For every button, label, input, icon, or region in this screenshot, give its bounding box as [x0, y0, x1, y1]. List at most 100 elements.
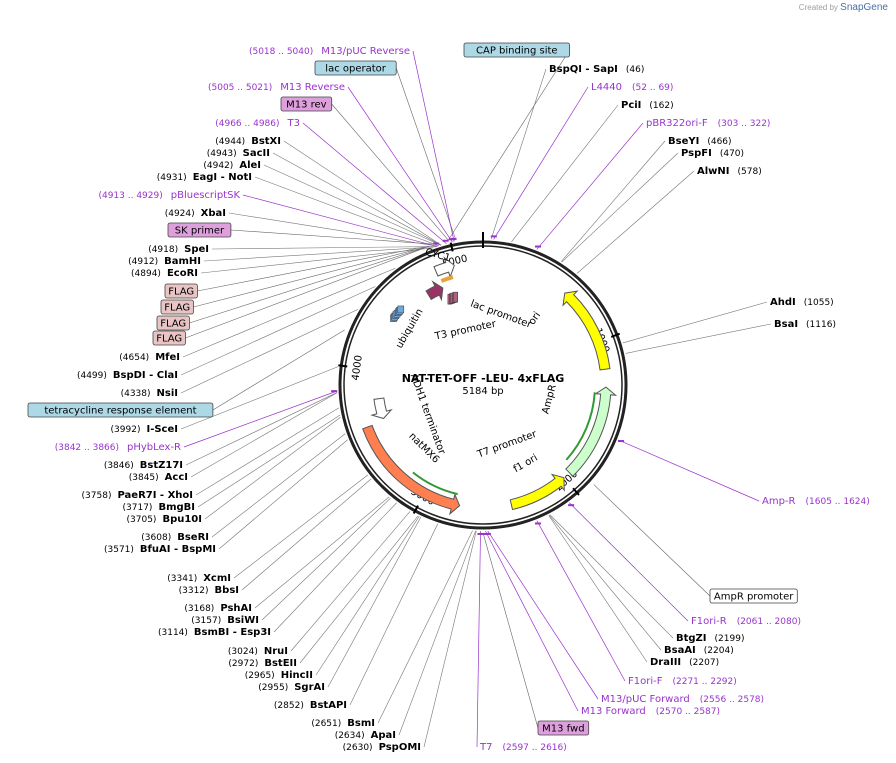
primer-name: M13/pUC Forward	[601, 694, 690, 705]
leader-line	[398, 530, 476, 736]
enzyme-position: (2630)	[343, 743, 373, 753]
flag-tag-block	[453, 291, 459, 303]
flag-box	[152, 330, 186, 346]
enzyme-label: (4654)MfeI	[119, 352, 180, 363]
enzyme-label: AhdI(1055)	[770, 297, 834, 308]
leader-line	[197, 414, 341, 508]
enzyme-label: (3758)PaeR7I - XhoI	[82, 490, 193, 501]
leader-line	[185, 247, 425, 339]
sk-primer-label: SK primer	[175, 226, 225, 237]
primer-leader-line	[618, 439, 760, 502]
enzyme-name: BstZ17I	[140, 460, 183, 471]
enzyme-label: (4912) BamHI	[128, 256, 201, 267]
primer-range: (2556 .. 2578)	[700, 695, 764, 705]
enzyme-name: SacII	[243, 148, 270, 159]
primer-label: (3842 .. 3866)pHybLex-R	[55, 442, 181, 453]
ampr-promoter-box	[709, 588, 798, 604]
enzyme-name: BstEII	[264, 658, 297, 669]
leader-line	[272, 152, 442, 246]
enzyme-position: (2207)	[689, 658, 719, 668]
primer-leader-line	[536, 122, 644, 250]
enzyme-name: AhdI	[770, 297, 796, 308]
enzyme-name: BstAPI	[310, 700, 347, 711]
orf-arc	[565, 392, 596, 461]
primer-range: (2061 .. 2080)	[737, 617, 801, 627]
enzyme-name: BbsI	[215, 585, 239, 596]
primer-leader-line	[302, 122, 447, 244]
enzyme-label: (4894)EcoRI	[131, 268, 198, 279]
enzyme-name: EagI - NotI	[193, 172, 252, 183]
enzyme-name: ApaI	[371, 730, 396, 741]
orf-arc	[412, 471, 458, 496]
enzyme-position: (3992)	[111, 425, 141, 435]
enzyme-name: BseRI	[177, 532, 209, 543]
enzyme-position: (4499)	[77, 371, 107, 381]
m13-fwd-box	[537, 720, 590, 736]
enzyme-position: (3157)	[191, 616, 221, 626]
leader-line	[327, 516, 422, 688]
enzyme-label: (3717)BmgBI	[123, 502, 195, 513]
enzyme-position: (2955)	[258, 683, 288, 693]
primer-leader-line	[347, 86, 453, 243]
enzyme-label: (4499) BspDI - ClaI	[77, 370, 178, 381]
primer-name: M13 Reverse	[280, 82, 345, 93]
leader-line	[195, 407, 339, 496]
enzyme-label: (4931)EagI - NotI	[157, 172, 252, 183]
enzyme-position: (2852)	[274, 701, 304, 711]
enzyme-position: (4912)	[128, 257, 158, 267]
backbone-inner-ring	[343, 245, 623, 525]
ampr-feature-arrow	[565, 386, 618, 477]
leader-line	[211, 433, 346, 538]
primer-range: (2570 .. 2587)	[656, 707, 720, 717]
tick-mark	[449, 242, 454, 252]
ampr-promoter-label: AmpR promoter	[714, 592, 794, 603]
enzyme-label: DraIII(2207)	[650, 657, 719, 668]
enzyme-position: (4942)	[203, 161, 233, 171]
primer-label: M13/pUC Forward (2556 .. 2578)	[601, 694, 764, 705]
leader-line	[180, 286, 376, 376]
enzyme-label: (2651)BsmI	[311, 718, 375, 729]
enzyme-label: AlwNI(578)	[697, 166, 762, 177]
tetracycline-response-element-label: tetracycline response element	[44, 406, 196, 417]
flag-label: FLAG	[160, 319, 186, 330]
leader-line	[189, 247, 427, 324]
enzyme-position: (4338)	[121, 389, 151, 399]
f1-ori-feature-arrow	[509, 473, 565, 511]
enzyme-name: BspDI - ClaI	[113, 370, 178, 381]
primer-leader-line	[536, 520, 626, 682]
enzyme-position: (2199)	[715, 634, 745, 644]
lac-operator-box	[314, 60, 397, 76]
enzyme-name: NsiI	[157, 388, 178, 399]
leader-line	[331, 103, 449, 241]
leader-line	[185, 392, 338, 466]
enzyme-position: (3114)	[158, 628, 188, 638]
snapgene-logo-text: SnapGene	[840, 2, 888, 13]
enzyme-label: (3705)Bpu10I	[127, 514, 202, 525]
primer-name: pBR322ori-F	[646, 118, 708, 129]
enzyme-name: XbaI	[201, 208, 226, 219]
leader-line	[212, 329, 345, 411]
primer-name: Amp-R	[762, 496, 796, 507]
tick-mark	[610, 332, 621, 338]
enzyme-label: BspQI - SapI(46)	[549, 64, 644, 75]
primer-label: (5018 .. 5040)M13/pUC Reverse	[249, 46, 410, 57]
leader-line	[622, 301, 768, 344]
leader-line	[561, 152, 679, 263]
primer-range: (5018 .. 5040)	[249, 47, 313, 57]
enzyme-name: EcoRI	[167, 268, 198, 279]
enzyme-name: PaeR7I - XhoI	[117, 490, 193, 501]
leader-line	[395, 67, 456, 239]
m13-rev-label: M13 rev	[286, 100, 327, 111]
enzyme-label: (3024)NruI	[228, 646, 288, 657]
enzyme-label: BtgZI(2199)	[676, 633, 744, 644]
tick-mark	[412, 505, 419, 514]
enzyme-position: (4943)	[207, 149, 237, 159]
enzyme-position: (2965)	[245, 671, 275, 681]
enzyme-position: (4944)	[215, 137, 245, 147]
enzyme-position: (3845)	[129, 473, 159, 483]
primer-label: L4440(52 .. 69)	[591, 82, 673, 93]
enzyme-name: BamHI	[164, 256, 201, 267]
ori-feature-arrow	[562, 290, 611, 371]
enzyme-position: (3608)	[141, 533, 171, 543]
primer-name: T7	[479, 742, 492, 753]
